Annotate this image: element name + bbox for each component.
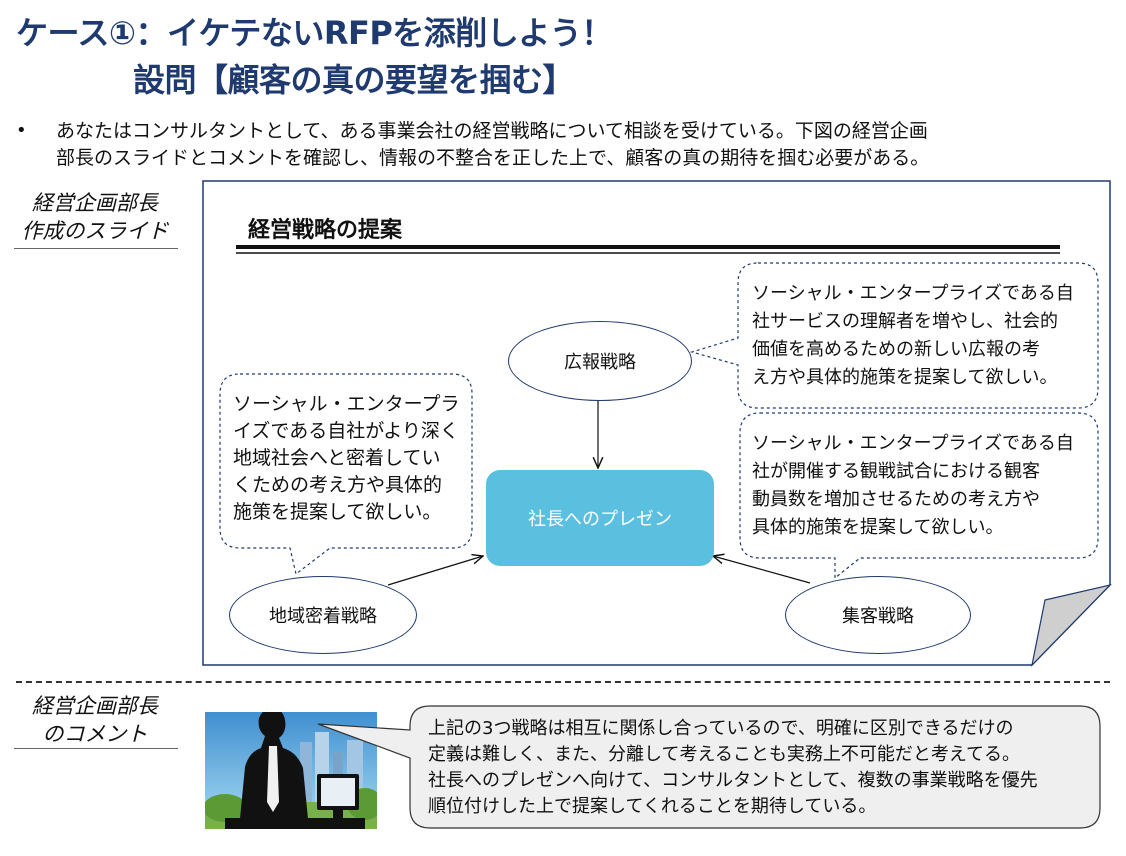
slide-title: 経営戦略の提案 — [248, 218, 403, 243]
bubble-mid-right-line: 動員数を増加させるための考え方や — [752, 489, 1040, 510]
bubble-left-line: イズである自社がより深く — [233, 420, 459, 442]
comment-line: 定義は難しく、また、分離して考えることも実務上不可能だと考えてる。 — [428, 744, 1021, 765]
intro-line-1: あなたはコンサルタントとして、ある事業会社の経営戦略について相談を受けている。下… — [56, 120, 928, 142]
comment-text: 上記の3つ戦略は相互に関係し合っているので、明確に区別できるだけの 定義は難しく… — [428, 716, 1098, 820]
page-title: ケース①：イケテないRFPを添削しよう！ — [16, 14, 613, 52]
bullet-marker: • — [16, 120, 27, 141]
slide-label-line2: 作成のスライド — [21, 219, 169, 243]
slide-section-label: 経営企画部長 作成のスライド — [12, 189, 178, 245]
bubble-mid-right-line: 具体的施策を提案して欲しい。 — [752, 517, 1004, 538]
node-attract-strategy: 集客戦略 — [785, 576, 971, 654]
intro-line-2: 部長のスライドとコメントを確認し、情報の不整合を正した上で、顧客の真の期待を掴む… — [56, 147, 930, 169]
bubble-mid-right-text: ソーシャル・エンタープライズである自 社が開催する観戦試合における観客 動員数を… — [752, 430, 1074, 542]
bubble-top-right-line: 社サービスの理解者を増やし、社会的 — [752, 311, 1058, 332]
bubble-mid-right-line: ソーシャル・エンタープライズである自 — [752, 433, 1074, 454]
slide-label-line1: 経営企画部長 — [32, 191, 158, 215]
bubble-top-right-text: ソーシャル・エンタープライズである自 社サービスの理解者を増やし、社会的 価値を… — [752, 280, 1074, 392]
bubble-left-line: 施策を提案して欲しい。 — [233, 501, 442, 523]
comment-label-line1: 経営企画部長 — [32, 694, 158, 718]
bubble-left-line: くための考え方や具体的 — [233, 474, 443, 496]
comment-line: 順位付けした上で提案してくれることを期待している。 — [428, 796, 877, 817]
comment-line: 社長へのプレゼンへ向けて、コンサルタントとして、複数の事業戦略を優先 — [428, 770, 1038, 791]
comment-label-line2: のコメント — [42, 722, 148, 746]
node-regional-strategy: 地域密着戦略 — [229, 576, 417, 654]
section-divider — [16, 681, 1110, 683]
comment-section-label: 経営企画部長 のコメント — [12, 692, 178, 748]
node-pr-strategy: 広報戦略 — [508, 321, 692, 401]
bubble-left-text: ソーシャル・エンタープラ イズである自社がより深く 地域社会へと密着してい くた… — [233, 391, 459, 526]
comment-label-underline — [14, 748, 178, 749]
businessman-photo — [205, 712, 377, 829]
slide-label-underline — [14, 248, 178, 249]
bubble-top-right-line: ソーシャル・エンタープライズである自 — [752, 283, 1074, 304]
bubble-top-right-line: 価値を高めるための新しい広報の考 — [752, 339, 1040, 360]
center-presentation-box: 社長へのプレゼン — [486, 470, 714, 566]
bubble-mid-right-line: 社が開催する観戦試合における観客 — [752, 461, 1040, 482]
page-subtitle: 設問【顧客の真の要望を掴む】 — [133, 61, 575, 99]
bubble-top-right-line: え方や具体的施策を提案して欲しい。 — [752, 367, 1058, 388]
bubble-left-line: 地域社会へと密着してい — [233, 447, 441, 469]
comment-line: 上記の3つ戦略は相互に関係し合っているので、明確に区別できるだけの — [428, 718, 1014, 739]
bubble-left-line: ソーシャル・エンタープラ — [233, 393, 460, 415]
intro-text: あなたはコンサルタントとして、ある事業会社の経営戦略について相談を受けている。下… — [56, 118, 1076, 172]
